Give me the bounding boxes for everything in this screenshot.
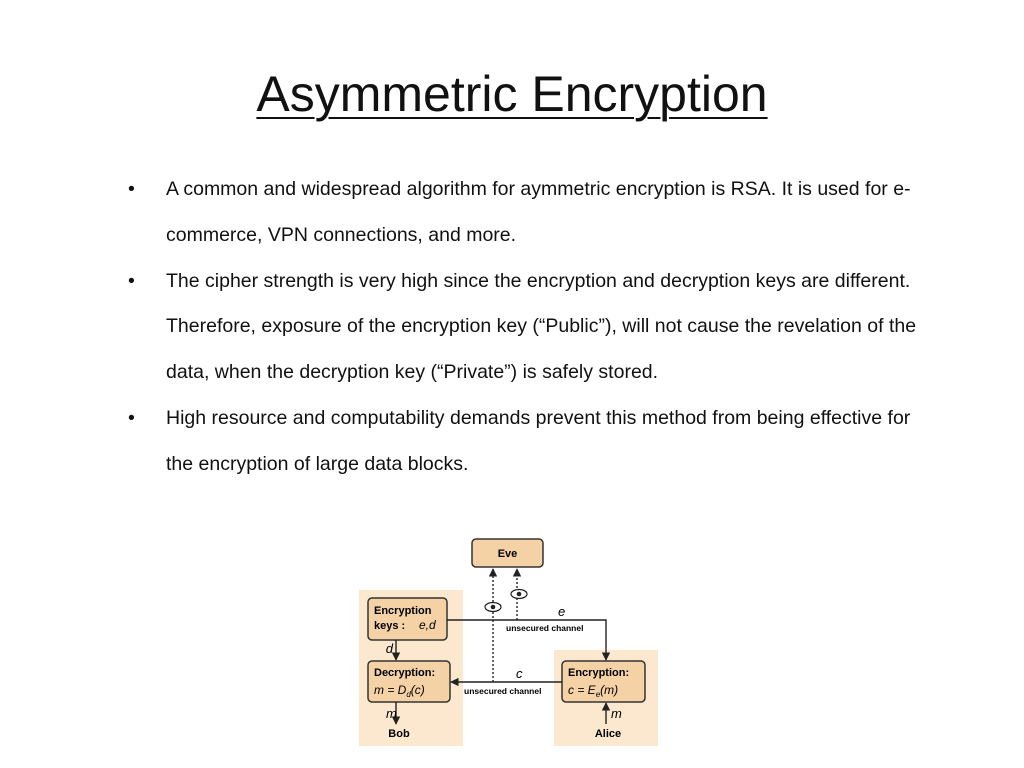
bob-label: Bob <box>388 728 410 740</box>
encryption-keys-math: e,d <box>419 618 436 632</box>
bullet-dot: • <box>128 406 135 429</box>
encryption-formula-sub: e <box>596 690 601 699</box>
public-key-channel <box>447 619 611 661</box>
eye-icon <box>484 601 502 613</box>
eve-box <box>471 538 544 568</box>
encryption-formula-main: c = E <box>568 683 597 697</box>
decryption-box <box>367 660 451 703</box>
m-alice-label: m <box>611 706 622 721</box>
e-label: e <box>558 604 565 619</box>
alice-label: Alice <box>595 728 621 740</box>
encryption-keys-box <box>367 597 448 641</box>
encryption-formula-arg: (m) <box>600 683 618 697</box>
unsecured-channel-bottom-label: unsecured channel <box>464 686 541 696</box>
encryption-formula: c = Ee(m) <box>568 683 618 699</box>
bullet-text: A common and widespread algorithm for ay… <box>166 178 911 246</box>
unsecured-channel-top-label: unsecured channel <box>506 623 583 633</box>
bullet-dot: • <box>128 269 135 292</box>
bullet-item: • The cipher strength is very high since… <box>128 259 918 396</box>
bullet-text: High resource and computability demands … <box>166 406 911 475</box>
decryption-formula: m = Dd(c) <box>374 683 425 699</box>
bullet-text: The cipher strength is very high since t… <box>166 269 917 384</box>
m-bob-label: m <box>386 706 397 721</box>
decryption-formula-sub: d <box>406 690 411 699</box>
c-label: c <box>516 666 523 681</box>
encryption-title: Encryption: <box>568 667 629 679</box>
decryption-formula-main: m = D <box>374 683 407 697</box>
bullet-list: • A common and widespread algorithm for … <box>128 167 918 488</box>
decryption-formula-arg: (c) <box>411 683 425 697</box>
bullet-item: • High resource and computability demand… <box>128 396 918 488</box>
asymmetric-encryption-diagram: Eve Encryption keys : e,d d Decryption: … <box>356 536 664 748</box>
diagram-svg: Eve Encryption keys : e,d d Decryption: … <box>359 538 658 746</box>
d-label: d <box>386 641 394 656</box>
eye-icon <box>510 588 528 600</box>
bullet-dot: • <box>128 178 135 200</box>
bullet-item: • A common and widespread algorithm for … <box>128 167 918 259</box>
eve-label: Eve <box>498 548 518 560</box>
encryption-keys-label: keys : <box>374 620 405 632</box>
decryption-title: Decryption: <box>374 667 435 679</box>
slide-title: Asymmetric Encryption <box>256 66 768 122</box>
encryption-keys-title: Encryption <box>374 605 432 617</box>
